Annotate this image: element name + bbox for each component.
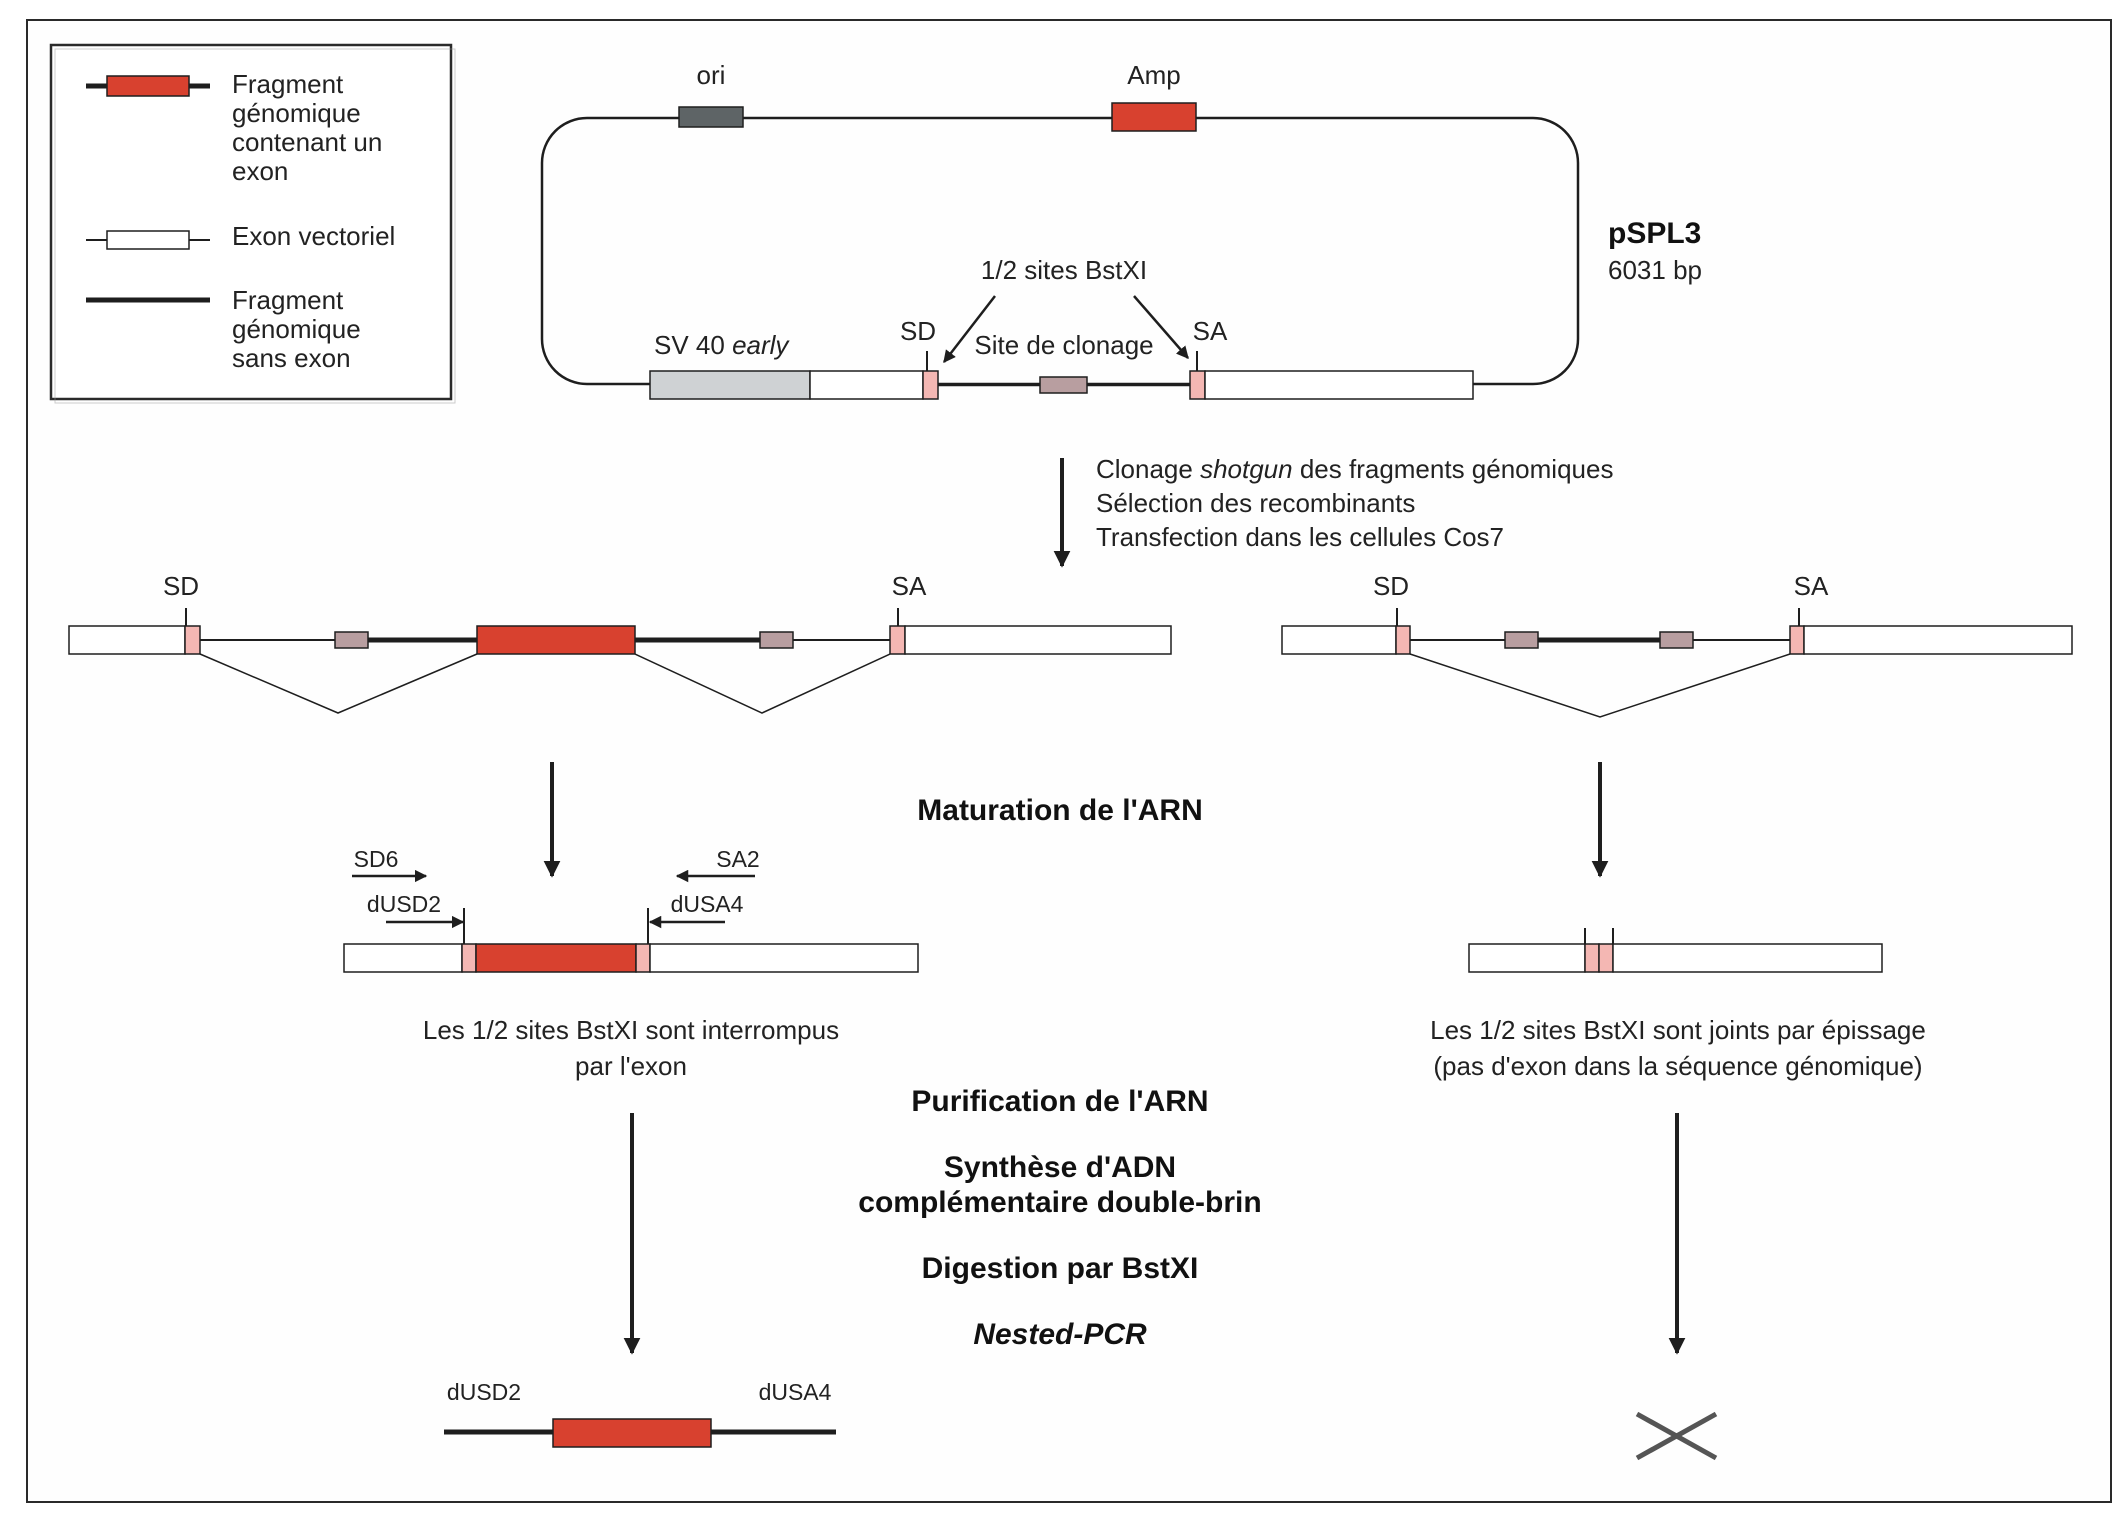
legend-item1-line2: génomique (232, 98, 361, 128)
vector-exon-right (1204, 370, 1474, 400)
right-sd-site (1395, 625, 1411, 655)
left-sd-site (184, 625, 201, 655)
left-mrna: SD6 SA2 dUSD2 dUSA4 Les 1/2 sites BstXI … (343, 846, 919, 1081)
final-dusa4-label: dUSA4 (759, 1379, 832, 1405)
right-result-line2: (pas d'exon dans la séquence génomique) (1433, 1051, 1922, 1081)
no-product-cross-icon (1635, 1411, 1718, 1461)
ori-box (678, 106, 744, 128)
primer-dusa4-label: dUSA4 (671, 891, 744, 917)
right-sa-site (1789, 625, 1805, 655)
left-vector-exon-5 (68, 625, 186, 655)
cloning-site-label: Site de clonage (974, 330, 1153, 360)
plasmid-sd-label: SD (900, 316, 936, 346)
right-mrna-vector-5 (1468, 943, 1586, 973)
cloning-step-1: Clonage shotgun des fragments génomiques (1096, 454, 1613, 484)
maturation-label: Maturation de l'ARN (917, 794, 1202, 827)
final-pcr-product: dUSD2 dUSA4 (444, 1379, 836, 1448)
right-halfsite-box-2 (1659, 631, 1694, 649)
right-mrna-vector-3 (1612, 943, 1883, 973)
legend-item2: Exon vectoriel (232, 221, 395, 251)
right-construct: SD SA (1281, 571, 2073, 718)
cloning-site-box (1039, 376, 1088, 394)
half-sites-label: 1/2 sites BstXI (981, 255, 1147, 285)
vector-exon-left (809, 370, 924, 400)
left-result-line1: Les 1/2 sites BstXI sont interrompus (423, 1015, 839, 1045)
left-splice-2 (634, 653, 891, 714)
legend-item1-line1: Fragment (232, 69, 344, 99)
right-mrna: Les 1/2 sites BstXI sont joints par épis… (1430, 928, 1926, 1081)
step-digestion: Digestion par BstXI (922, 1252, 1199, 1285)
right-sd-label: SD (1373, 571, 1409, 601)
cloning-step-3: Transfection dans les cellules Cos7 (1096, 522, 1504, 552)
legend-item3-line3: sans exon (232, 343, 351, 373)
right-splice (1409, 653, 1791, 718)
arrow-to-sa (1133, 295, 1189, 359)
left-sa-label: SA (892, 571, 927, 601)
left-result-line2: par l'exon (575, 1051, 687, 1081)
plasmid-size: 6031 bp (1608, 255, 1702, 285)
final-exon (552, 1418, 712, 1448)
primer-sa2-label: SA2 (716, 846, 759, 872)
left-sa-site (889, 625, 906, 655)
legend-item3-line1: Fragment (232, 285, 344, 315)
left-construct: SD SA (68, 571, 1172, 714)
left-mrna-sa (635, 943, 651, 973)
step-synthesis-2: complémentaire double-brin (858, 1186, 1261, 1219)
primer-sd6-label: SD6 (354, 846, 399, 872)
right-halfsite-box-1 (1504, 631, 1539, 649)
step-nested-pcr: Nested-PCR (973, 1318, 1147, 1351)
left-mrna-vector-5 (343, 943, 463, 973)
final-dusd2-label: dUSD2 (447, 1379, 521, 1405)
right-vector-exon-3 (1803, 625, 2073, 655)
left-mrna-sd (461, 943, 477, 973)
amp-box (1111, 102, 1197, 132)
left-mrna-exon (475, 943, 637, 973)
left-sd-label: SD (163, 571, 199, 601)
sv40-early-box (649, 370, 811, 400)
legend-item1-line4: exon (232, 156, 288, 186)
left-mrna-vector-3 (649, 943, 919, 973)
right-mrna-sa (1598, 943, 1614, 973)
sd-splice-site (922, 370, 939, 400)
arrow-to-sd (943, 295, 996, 363)
legend-box (49, 43, 453, 401)
step-purification: Purification de l'ARN (911, 1085, 1208, 1118)
vector-exon-icon (106, 230, 190, 250)
primer-dusd2-label: dUSD2 (367, 891, 441, 917)
exon-red-icon (106, 75, 190, 97)
right-result-line1: Les 1/2 sites BstXI sont joints par épis… (1430, 1015, 1926, 1045)
right-mrna-sd (1584, 943, 1600, 973)
ori-label: ori (697, 60, 726, 90)
legend: Fragment génomique contenant un exon Exo… (49, 43, 456, 404)
plasmid-sa-label: SA (1193, 316, 1228, 346)
sv40-label: SV 40 early (654, 330, 790, 360)
left-splice-1 (199, 653, 478, 714)
amp-label: Amp (1127, 60, 1180, 90)
left-vector-exon-3 (904, 625, 1172, 655)
left-halfsite-box-1 (334, 631, 369, 649)
right-sa-label: SA (1794, 571, 1829, 601)
step-synthesis-1: Synthèse d'ADN (944, 1151, 1176, 1184)
legend-item3-line2: génomique (232, 314, 361, 344)
left-genomic-exon (476, 625, 636, 655)
plasmid-name: pSPL3 (1608, 217, 1701, 250)
left-halfsite-box-2 (759, 631, 794, 649)
plasmid-pspl3: ori Amp pSPL3 6031 bp SV 40 early SD SA … (540, 60, 1702, 400)
right-vector-exon-5 (1281, 625, 1397, 655)
sa-splice-site (1189, 370, 1206, 400)
legend-item1-line3: contenant un (232, 127, 382, 157)
cloning-step-2: Sélection des recombinants (1096, 488, 1415, 518)
